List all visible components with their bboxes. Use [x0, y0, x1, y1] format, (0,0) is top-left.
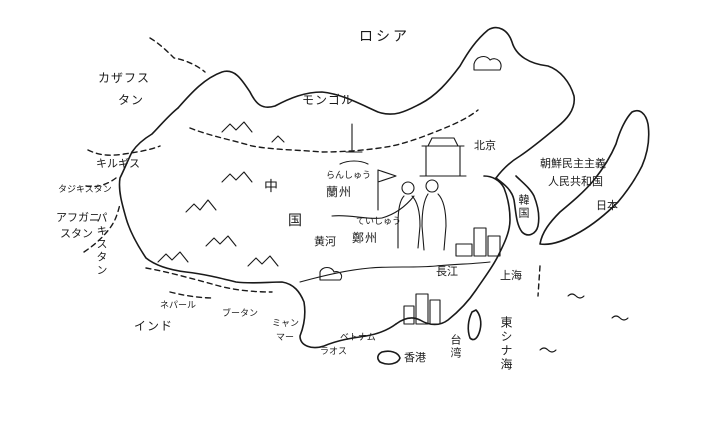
mountain-range-1 [185, 199, 217, 213]
hainan-island [377, 350, 401, 365]
korea-peninsula [495, 175, 540, 236]
nepal-border [169, 291, 215, 299]
southeast-coast [395, 175, 511, 326]
mountain-range-7 [271, 135, 285, 143]
label-east-china-sea: 東シナ海 [499, 316, 513, 372]
wave-icon [567, 293, 585, 299]
label-shanghai: 上海 [500, 269, 522, 282]
label-myanmar-2: マー [276, 333, 295, 343]
figure-head-icon-2 [425, 179, 439, 193]
label-pakistan: パキスタン [95, 212, 108, 277]
label-india: インド [134, 319, 174, 333]
western-border [118, 107, 397, 349]
label-kazakhstan: カザフス [98, 71, 151, 85]
label-mongolia: モンゴル [302, 93, 355, 107]
label-laos: ラオス [320, 347, 348, 357]
afghan-pak-border [83, 203, 121, 253]
lanzhou-flag-icon [377, 169, 397, 211]
label-kazakhstan-2: タン [118, 93, 145, 107]
yangtze-river [299, 261, 491, 283]
label-north-korea: 朝鮮民主主義 [540, 157, 606, 170]
label-vietnam: ベトナム [340, 333, 376, 343]
label-myanmar: ミャン [272, 319, 300, 329]
wave-icon-2 [539, 347, 557, 353]
label-hong-kong: 香港 [404, 351, 426, 364]
mountain-range-3 [205, 235, 237, 247]
mountain-range-6 [221, 121, 253, 133]
tajik-border [85, 177, 117, 188]
label-bhutan: ブータン [222, 309, 259, 319]
label-nepal: ネパール [160, 301, 197, 311]
taiwan-island [467, 309, 482, 341]
statue-icon [339, 123, 369, 165]
label-japan: 日本 [596, 199, 618, 212]
islands-dash [537, 265, 541, 297]
label-lanzhou-ruby: らんしゅう [326, 171, 372, 181]
shanghai-towers-icon [455, 227, 501, 257]
cloud-icon-2 [319, 266, 343, 281]
label-china-2: 国 [288, 213, 305, 229]
label-afghanistan: アフガニ [56, 211, 100, 224]
yellow-river [331, 195, 415, 219]
kazakhstan-border [149, 37, 206, 73]
label-russia: ロシア [359, 29, 410, 45]
mongolia-border [189, 109, 479, 153]
hongkong-towers-icon [403, 293, 441, 325]
label-zhengzhou: 鄭州 [352, 231, 379, 245]
kyrgyz-border [87, 145, 161, 156]
cloud-icon [473, 55, 502, 71]
india-border [145, 267, 273, 293]
wave-icon-3 [611, 315, 629, 321]
beijing-gate-icon [419, 137, 467, 177]
label-afghanistan-2: スタン [60, 227, 93, 240]
label-zhengzhou-ruby: ていしゅう [356, 217, 402, 227]
label-taiwan: 台湾 [449, 334, 462, 360]
label-kyrgyzstan: キルギス [96, 157, 140, 170]
label-yangtze: 長江 [436, 265, 458, 278]
figure-head-icon [401, 181, 415, 195]
label-beijing: 北京 [474, 139, 496, 152]
japan-coast [539, 109, 650, 246]
label-north-korea-2: 人民共和国 [548, 175, 603, 188]
label-china: 中 [264, 179, 281, 195]
figure-icon [397, 193, 447, 251]
northern-border [177, 26, 576, 179]
mountain-range-4 [247, 255, 279, 267]
label-tajikistan: タジキスタン [58, 185, 112, 195]
label-south-korea: 韓国 [517, 194, 530, 220]
label-yellow-river: 黄河 [314, 235, 336, 248]
mountain-range-2 [221, 171, 253, 183]
mountain-range-5 [157, 251, 189, 263]
label-lanzhou: 蘭州 [326, 185, 353, 199]
